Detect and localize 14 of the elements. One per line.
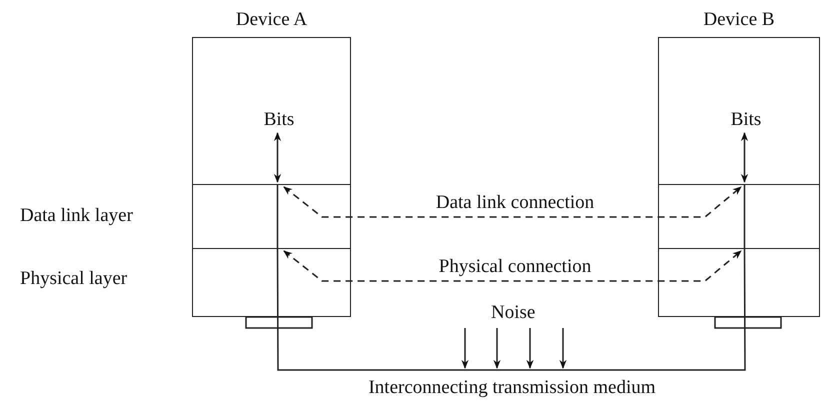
- arrow: [274, 132, 282, 183]
- device-heading: Device A: [234, 10, 308, 29]
- connection-line: [276, 248, 746, 371]
- arrow: [740, 132, 748, 183]
- dashed-arrow: [283, 250, 742, 282]
- signal-label: Bits: [254, 109, 304, 131]
- noise-label: Noise: [491, 303, 536, 322]
- connection-line: [744, 184, 746, 248]
- device-heading: Device B: [702, 10, 776, 29]
- layer-label: Physical layer: [20, 269, 128, 288]
- signal-label: Bits: [721, 109, 771, 131]
- layer-label: Data link layer: [20, 206, 133, 225]
- dashed-arrow: [283, 186, 742, 218]
- connection-line: [276, 184, 278, 248]
